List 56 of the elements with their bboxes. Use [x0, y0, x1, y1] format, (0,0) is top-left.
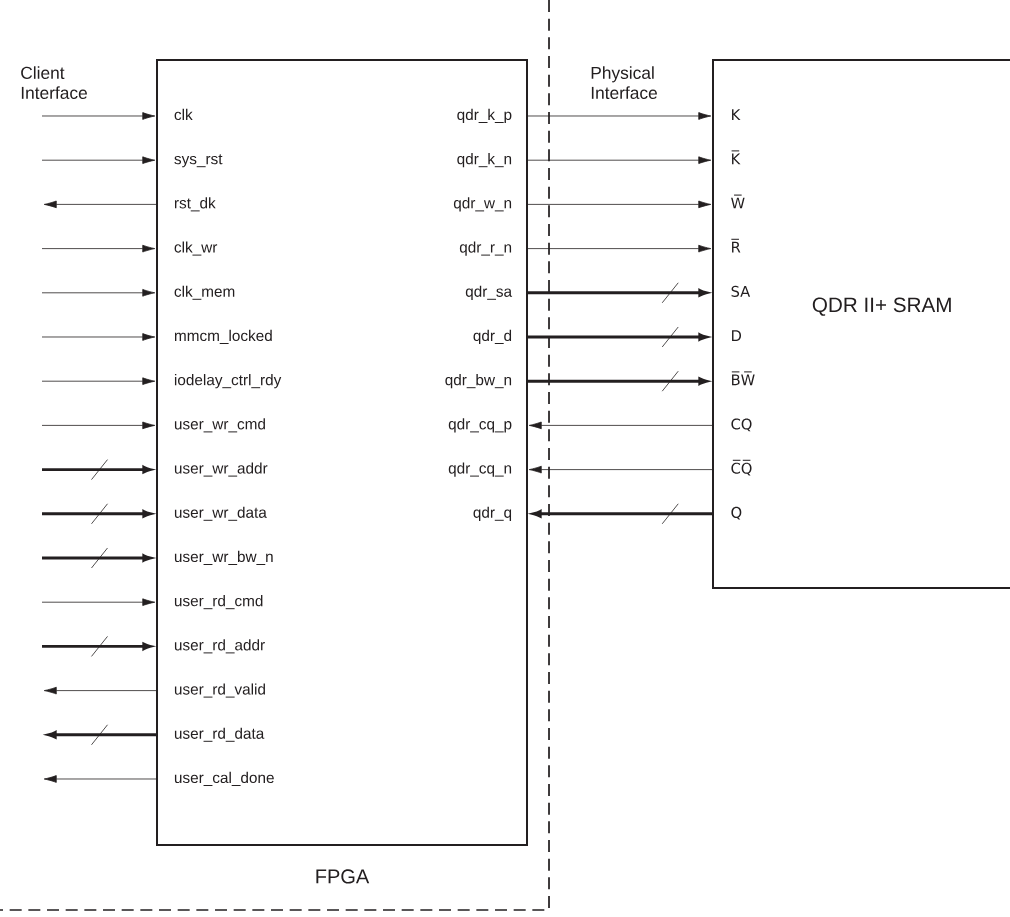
- pin-label: B̅W̅: [731, 371, 755, 386]
- pin-label: R̅: [731, 238, 741, 253]
- pin-label: qdr_k_n: [457, 153, 512, 168]
- pin-label: K: [732, 109, 741, 120]
- pin-label: qdr_r_n: [459, 241, 512, 256]
- signal-arrow: [526, 200, 712, 209]
- pin-label: W̅: [731, 194, 745, 209]
- pin-label: user_wr_bw_n: [174, 550, 273, 565]
- pin-label: Q: [731, 506, 742, 520]
- signal-arrow: [41, 377, 156, 385]
- signal-arrow: [526, 156, 712, 164]
- pin-label: user_wr_addr: [174, 462, 268, 477]
- signal-arrow: [41, 289, 156, 297]
- node-label: FPGA: [316, 869, 370, 884]
- signal-arrow: [526, 112, 712, 120]
- pin-label: CQ: [731, 418, 752, 432]
- pin-label: user_cal_done: [174, 771, 274, 786]
- signal-arrow: [41, 598, 156, 606]
- pin-label: K̅: [731, 150, 741, 165]
- pin-label: qdr_q: [473, 506, 512, 521]
- signal-arrow: [43, 775, 158, 783]
- pin-label: user_rd_addr: [174, 639, 265, 654]
- pin-label: qdr_w_n: [453, 197, 512, 212]
- pin-label: SA: [731, 285, 751, 297]
- signal-arrow: [41, 421, 156, 430]
- pin-label: qdr_d: [473, 329, 512, 345]
- signal-arrow: [528, 421, 714, 430]
- pin-label: user_rd_cmd: [174, 595, 263, 610]
- pin-label: iodelay_ctrl_rdy: [174, 374, 282, 389]
- signal-arrow: [528, 465, 714, 474]
- interface-label: Physical Interface: [591, 66, 657, 99]
- pin-label: user_wr_data: [174, 506, 267, 521]
- pin-label: qdr_sa: [465, 285, 513, 300]
- pin-label: qdr_cq_p: [448, 418, 512, 433]
- signal-arrow: [526, 244, 712, 253]
- pin-label: mmcm_locked: [174, 329, 272, 344]
- pin-label: sys_rst: [174, 154, 223, 168]
- signal-arrow: [43, 200, 158, 209]
- pin-label: qdr_cq_n: [448, 462, 512, 477]
- pin-label: D: [732, 330, 741, 341]
- signal-arrow: [43, 686, 158, 695]
- signal-arrow: [41, 112, 156, 120]
- pin-label: clk_mem: [174, 285, 235, 300]
- pin-label: clk: [174, 108, 193, 121]
- pin-label: clk_wr: [174, 241, 218, 256]
- pin-label: qdr_k_p: [457, 108, 512, 124]
- pin-label: user_rd_data: [174, 727, 265, 742]
- pin-label: C̅Q̅: [731, 459, 752, 476]
- interface-label: Client Interface: [21, 66, 87, 99]
- pin-label: user_rd_valid: [174, 683, 265, 698]
- signal-arrow: [41, 333, 156, 341]
- pin-label: qdr_bw_n: [445, 374, 512, 389]
- pin-label: rst_dk: [174, 197, 216, 212]
- signal-arrow: [41, 244, 156, 253]
- signal-arrow: [41, 156, 156, 164]
- pin-label: user_wr_cmd: [174, 418, 265, 433]
